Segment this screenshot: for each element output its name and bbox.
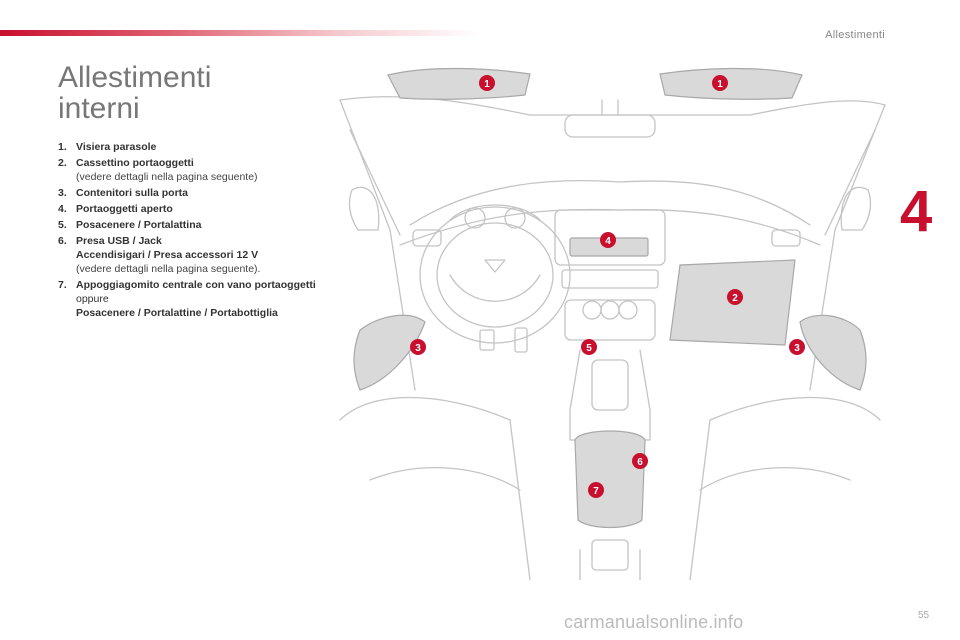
- callout-badge: 1: [479, 75, 495, 91]
- sun-visor-left: [387, 67, 531, 100]
- list-item: 3. Contenitori sulla porta: [58, 186, 328, 200]
- callout-label: 1: [484, 79, 490, 90]
- section-title: Allestimenti: [825, 29, 885, 41]
- list-item: 5. Posacenere / Portalattina: [58, 218, 328, 232]
- callout-label: 3: [794, 343, 800, 354]
- callout-label: 3: [415, 343, 421, 354]
- item-title-2: Posacenere / Portalattine / Portabottigl…: [76, 307, 278, 319]
- item-number: 7.: [58, 279, 67, 291]
- page-number: 55: [918, 610, 930, 621]
- item-title: Contenitori sulla porta: [76, 187, 189, 199]
- item-title: Presa USB / Jack: [76, 235, 162, 247]
- item-title: Portaoggetti aperto: [76, 203, 173, 215]
- page-title-line1: Allestimenti: [58, 61, 212, 94]
- item-number: 2.: [58, 157, 67, 169]
- chapter-number: 4: [900, 179, 933, 244]
- door-bin-right: [799, 314, 867, 391]
- item-title: Visiera parasole: [76, 141, 157, 153]
- callout-badge: 2: [727, 289, 743, 305]
- callout-badge: 7: [588, 482, 604, 498]
- callout-badge: 6: [632, 453, 648, 469]
- item-number: 4.: [58, 203, 67, 215]
- door-bin-left: [353, 314, 426, 391]
- callout-label: 4: [605, 236, 611, 247]
- item-title: Posacenere / Portalattina: [76, 219, 202, 231]
- list-item: 4. Portaoggetti aperto: [58, 202, 328, 216]
- list-item: 1. Visiera parasole: [58, 140, 328, 154]
- item-number: 1.: [58, 141, 67, 153]
- top-accent-bar: [0, 30, 480, 36]
- list-item: 2. Cassettino portaoggetti (vedere detta…: [58, 156, 328, 184]
- item-note: (vedere dettagli nella pagina seguente).: [76, 263, 261, 275]
- storage-zones: [353, 67, 867, 529]
- legend-list: 1. Visiera parasole 2. Cassettino portao…: [58, 140, 328, 322]
- callout-badge: 3: [789, 339, 805, 355]
- armrest: [574, 430, 646, 529]
- callout-badge: 5: [581, 339, 597, 355]
- list-item: 6. Presa USB / Jack Accendisigari / Pres…: [58, 234, 328, 276]
- item-title-2: Accendisigari / Presa accessori 12 V: [76, 249, 259, 261]
- sun-visor-right: [659, 67, 803, 100]
- callout-label: 5: [586, 343, 592, 354]
- interior-illustration: 1 1 2 3 3 4 5 6: [339, 67, 886, 580]
- callout-badge: 4: [600, 232, 616, 248]
- callout-label: 6: [637, 457, 643, 468]
- item-note: (vedere dettagli nella pagina seguente): [76, 171, 258, 183]
- callout-label: 7: [593, 486, 599, 497]
- item-title: Appoggiagomito centrale con vano portaog…: [76, 279, 316, 291]
- item-or: oppure: [76, 293, 109, 305]
- callout-badge: 3: [410, 339, 426, 355]
- item-number: 6.: [58, 235, 67, 247]
- watermark: carmanualsonline.info: [564, 612, 744, 632]
- list-item: 7. Appoggiagomito centrale con vano port…: [58, 278, 328, 320]
- item-title: Cassettino portaoggetti: [76, 157, 194, 169]
- page-title-line2: interni: [58, 92, 140, 125]
- callout-label: 1: [717, 79, 723, 90]
- page-title: Allestimenti interni: [58, 62, 211, 124]
- item-number: 5.: [58, 219, 67, 231]
- callout-label: 2: [732, 293, 738, 304]
- callout-badge: 1: [712, 75, 728, 91]
- item-number: 3.: [58, 187, 67, 199]
